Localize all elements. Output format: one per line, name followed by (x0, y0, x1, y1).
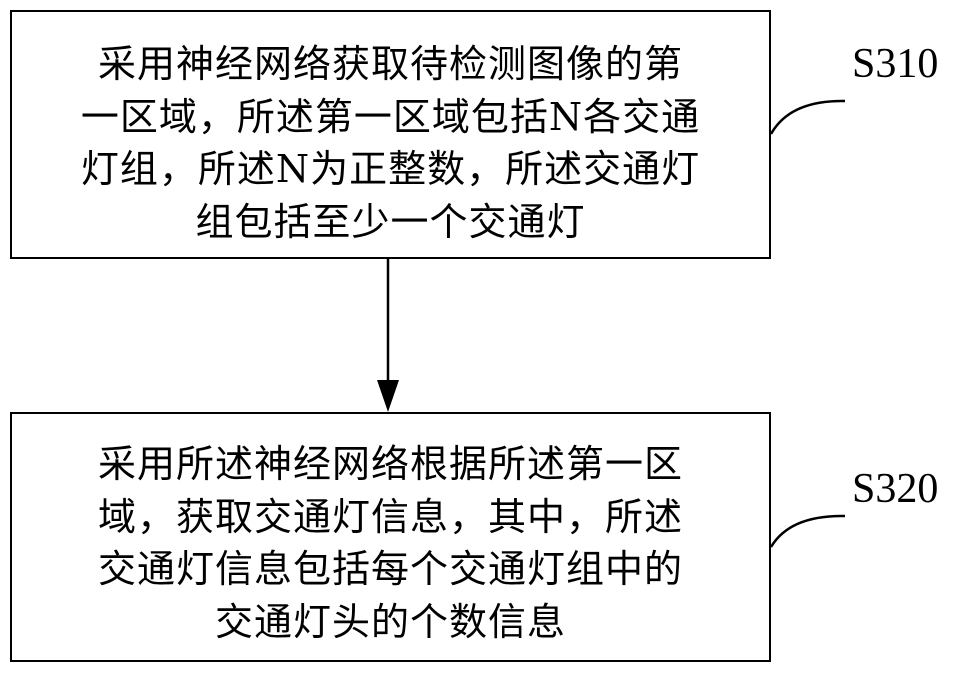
step-text-line: 交通灯头的个数信息 (214, 599, 566, 644)
s320-leader-line (769, 514, 846, 548)
step-text-line: 组包括至少一个交通灯 (195, 199, 586, 244)
step-text-line: 采用所述神经网络根据所述第一区 (97, 442, 683, 486)
step-box-s320: 采用所述神经网络根据所述第一区 域，获取交通灯信息，其中，所述 交通灯信息包括每… (10, 412, 771, 662)
step-label-s320: S320 (852, 466, 939, 512)
step-text-line: 一区域，所述第一区域包括N各交通 (80, 94, 701, 139)
flow-arrowhead (377, 380, 399, 412)
step-text-line: 采用神经网络获取待检测图像的第 (97, 42, 683, 86)
step-box-s310: 采用神经网络获取待检测图像的第 一区域，所述第一区域包括N各交通 灯组，所述N为… (10, 10, 771, 259)
step-text-line: 交通灯信息包括每个交通灯组中的 (97, 547, 683, 591)
s310-leader-line (769, 99, 846, 135)
step-text-line: 域，获取交通灯信息，其中，所述 (97, 494, 683, 539)
step-text-line: 灯组，所述N为正整数，所述交通灯 (80, 147, 701, 191)
step-label-s310: S310 (852, 41, 939, 87)
